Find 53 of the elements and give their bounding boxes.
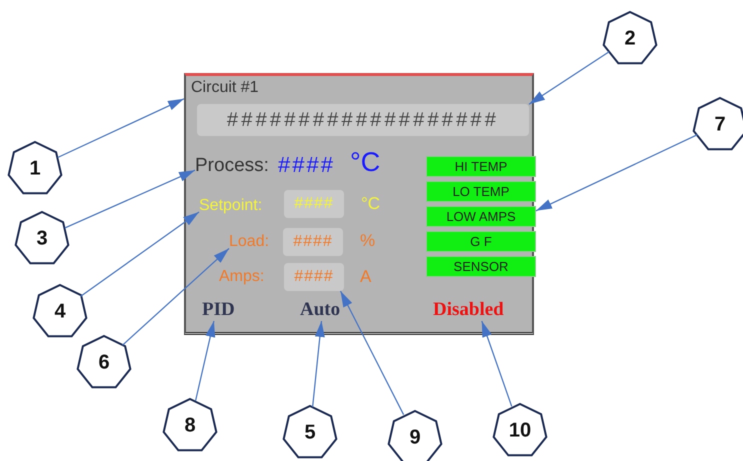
field-label: Setpoint: [199, 197, 262, 215]
value-field: #### [284, 190, 344, 218]
leader-line [122, 248, 230, 346]
leader-line [481, 320, 512, 407]
status-text: Auto [300, 299, 340, 321]
alarm-indicator: G F [426, 231, 536, 252]
callout-number: 10 [508, 420, 532, 443]
callout-marker [601, 9, 659, 67]
leader-line [528, 51, 610, 105]
value-readout: #### [278, 152, 335, 178]
leader-line [57, 98, 184, 158]
status-text: PID [202, 299, 235, 321]
callout-number: 2 [624, 28, 636, 51]
callout-marker [31, 282, 89, 340]
callout-marker [6, 139, 64, 197]
leader-line [340, 290, 404, 415]
alarm-indicator: HI TEMP [426, 156, 536, 177]
callout-number: 6 [98, 352, 110, 375]
unit-label: °C [361, 194, 380, 214]
display-panel [184, 73, 534, 335]
callout-number: 4 [54, 300, 66, 324]
unit-label: A [360, 267, 372, 287]
alarm-indicator: SENSOR [426, 256, 536, 277]
callout-marker [691, 95, 743, 153]
callout-marker [161, 396, 219, 454]
callout-marker [281, 403, 339, 461]
callout-number: 9 [409, 426, 421, 450]
leader-line [536, 134, 698, 212]
field-label: Load: [229, 233, 270, 251]
field-label: Amps: [219, 268, 264, 286]
callout-marker [386, 408, 444, 461]
callout-number: 3 [36, 228, 48, 251]
alarm-indicator: LO TEMP [426, 181, 536, 202]
callout-marker [13, 209, 71, 267]
leader-line [312, 320, 325, 408]
callout-marker [75, 333, 133, 391]
panel-title: Circuit #1 [191, 79, 259, 97]
callout-number: 7 [714, 114, 726, 137]
status-text: Disabled [433, 299, 504, 321]
callout-number: 5 [304, 422, 316, 445]
leader-line [195, 320, 216, 401]
leader-line [64, 170, 196, 228]
value-field: #### [284, 263, 344, 291]
callout-number: 1 [29, 158, 41, 181]
alarm-indicator: LOW AMPS [426, 206, 536, 227]
field-label: Process: [195, 155, 269, 177]
unit-label: % [360, 231, 376, 251]
name-field: ################### [197, 104, 529, 136]
callout-marker [491, 401, 549, 459]
callout-number: 8 [184, 414, 196, 438]
leader-line [80, 212, 200, 297]
unit-label: °C [350, 147, 380, 178]
value-field: #### [283, 228, 343, 256]
